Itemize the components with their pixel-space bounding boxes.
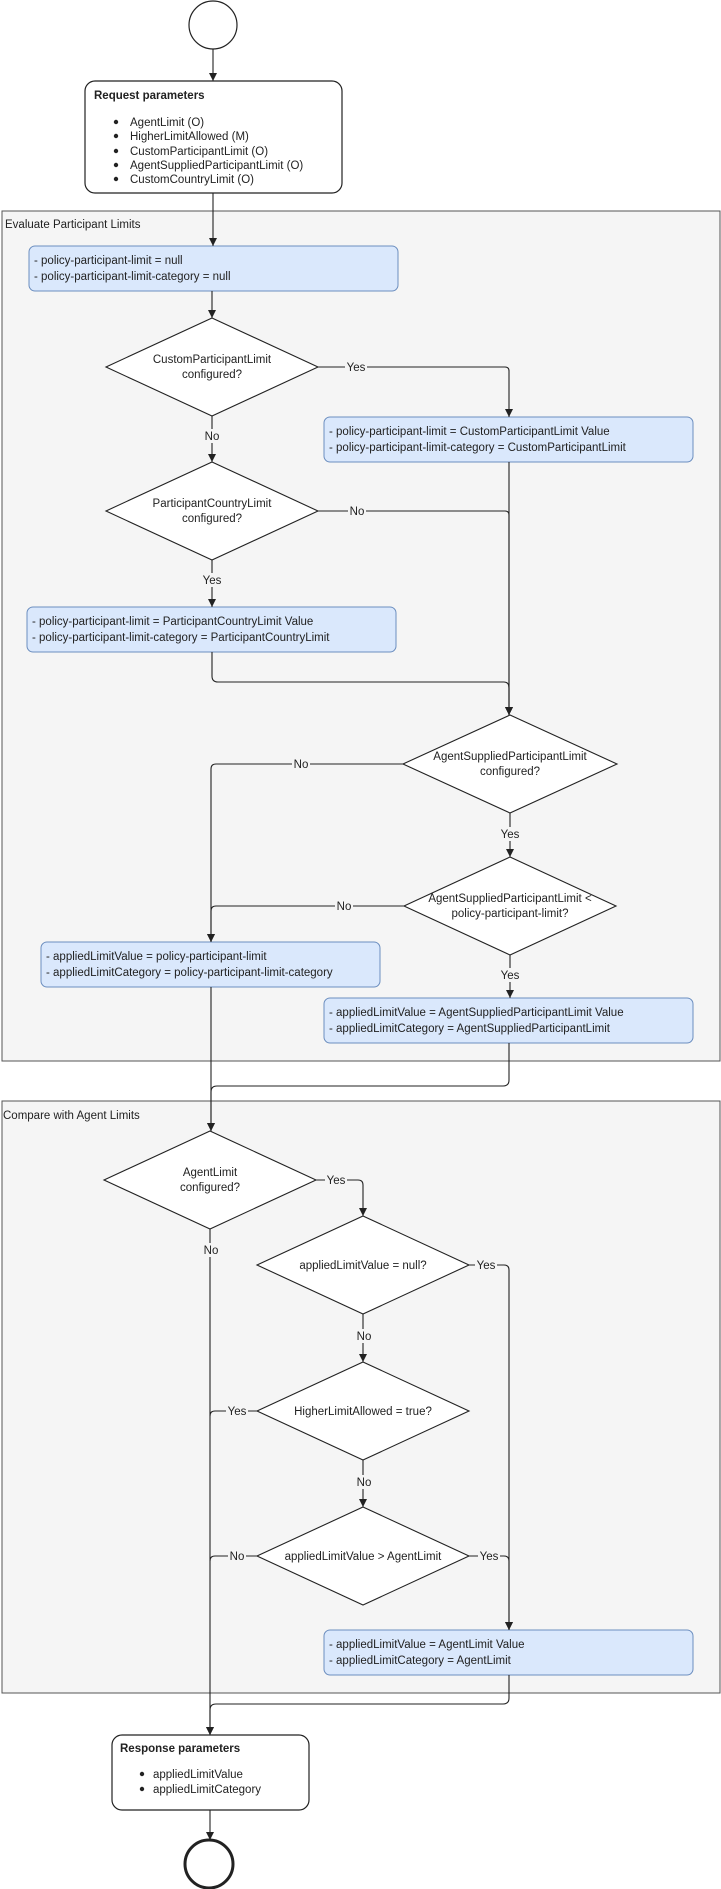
edge-compare-no	[207, 905, 404, 942]
set-agent-line: - appliedLimitValue = AgentLimit Value	[329, 1639, 525, 1651]
set-custom-limit-box: - policy-participant-limit = CustomParti…	[323, 416, 694, 463]
decision-applied-greater-agent: appliedLimitValue > AgentLimit	[255, 1506, 471, 1606]
request-item: AgentSuppliedParticipantLimit (O)	[130, 160, 303, 172]
decision-agent-supplied-configured: AgentSuppliedParticipantLimit configured?	[401, 714, 619, 814]
edge-supplied-no	[207, 763, 403, 942]
edge-agent-yes	[316, 1179, 367, 1216]
decision-text: CustomParticipantLimit	[153, 354, 272, 366]
decision-agent-limit-configured: AgentLimit configured?	[102, 1130, 318, 1230]
decision-text: policy-participant-limit?	[452, 908, 569, 920]
edge	[206, 1675, 510, 1735]
edge-higher-yes	[209, 1410, 257, 1417]
decision-text: AgentLimit	[183, 1167, 238, 1179]
edge-label-no: No	[230, 1551, 245, 1563]
decision-text: ParticipantCountryLimit	[153, 498, 273, 510]
response-item: appliedLimitValue	[153, 1769, 243, 1781]
edge	[211, 652, 513, 715]
edge-label-no: No	[337, 901, 352, 913]
set-supplied-line: - appliedLimitValue = AgentSuppliedParti…	[329, 1007, 624, 1019]
response-title: Response parameters	[120, 1743, 240, 1755]
edge-label-yes: Yes	[203, 575, 222, 587]
edge-label-yes: Yes	[327, 1175, 346, 1187]
evaluate-container-label: Evaluate Participant Limits	[5, 219, 141, 231]
set-policy-limit-box: - appliedLimitValue = policy-participant…	[40, 941, 381, 988]
edge-label-no: No	[204, 1245, 219, 1257]
request-item-list: AgentLimit (O) HigherLimitAllowed (M) Cu…	[113, 117, 303, 186]
decision-participant-country-limit: ParticipantCountryLimit configured?	[104, 461, 320, 561]
set-agent-limit-box: - appliedLimitValue = AgentLimit Value -…	[323, 1629, 694, 1676]
edge-null-yes	[469, 1264, 513, 1630]
set-supplied-line: - appliedLimitCategory = AgentSuppliedPa…	[329, 1023, 611, 1035]
edge-label-yes: Yes	[480, 1551, 499, 1563]
response-item-list: appliedLimitValue appliedLimitCategory	[139, 1769, 261, 1796]
end-node	[183, 1838, 235, 1889]
decision-text: configured?	[180, 1182, 240, 1194]
set-agent-line: - appliedLimitCategory = AgentLimit	[329, 1655, 512, 1667]
set-country-line: - policy-participant-limit-category = Pa…	[32, 632, 330, 644]
edge-label-yes: Yes	[477, 1260, 496, 1272]
decision-text: configured?	[182, 513, 242, 525]
edge-label-no: No	[350, 506, 365, 518]
edge-label-yes: Yes	[501, 970, 520, 982]
edge-greater-yes	[469, 1555, 513, 1630]
init-line: - policy-participant-limit-category = nu…	[34, 271, 231, 283]
start-node	[188, 0, 238, 50]
decision-text: AgentSuppliedParticipantLimit <	[428, 893, 592, 905]
edge-label-no: No	[205, 431, 220, 443]
request-title: Request parameters	[94, 90, 205, 102]
decision-custom-participant-limit: CustomParticipantLimit configured?	[104, 317, 320, 417]
edge-label-yes: Yes	[228, 1406, 247, 1418]
request-item: HigherLimitAllowed (M)	[130, 131, 249, 143]
edge-greater-no	[209, 1555, 257, 1562]
svg-text:AgentSuppliedParticipantLimit: AgentSuppliedParticipantLimit < policy-pa…	[428, 893, 592, 920]
edge-custom-yes	[318, 366, 513, 417]
set-country-line: - policy-participant-limit = Participant…	[32, 616, 313, 628]
decision-text: configured?	[480, 766, 540, 778]
set-policy-line: - appliedLimitValue = policy-participant…	[46, 951, 267, 963]
set-supplied-limit-box: - appliedLimitValue = AgentSuppliedParti…	[323, 997, 694, 1044]
set-country-limit-box: - policy-participant-limit = Participant…	[26, 606, 397, 653]
request-item: CustomParticipantLimit (O)	[130, 146, 268, 158]
decision-applied-null: appliedLimitValue = null?	[255, 1215, 471, 1315]
decision-text: appliedLimitValue > AgentLimit	[285, 1551, 443, 1563]
edge-label-no: No	[357, 1477, 372, 1489]
set-custom-line: - policy-participant-limit = CustomParti…	[329, 426, 610, 438]
init-action-box: - policy-participant-limit = null - poli…	[28, 245, 399, 292]
decision-text: AgentSuppliedParticipantLimit	[433, 751, 587, 763]
edge-labels: Yes No No Yes No Yes No Yes Yes No Yes N…	[201, 360, 521, 1563]
request-parameters-box: Request parameters AgentLimit (O) Higher…	[84, 80, 343, 194]
response-parameters-box: Response parameters appliedLimitValue ap…	[111, 1734, 310, 1811]
decision-text: HigherLimitAllowed = true?	[294, 1406, 432, 1418]
init-line: - policy-participant-limit = null	[34, 255, 183, 267]
decision-text: appliedLimitValue = null?	[299, 1260, 426, 1272]
decision-agent-supplied-less-than-policy: AgentSuppliedParticipantLimit < policy-pa…	[402, 856, 618, 956]
edge-label-no: No	[294, 759, 309, 771]
edge-label-yes: Yes	[347, 362, 366, 374]
set-custom-line: - policy-participant-limit-category = Cu…	[329, 442, 627, 454]
edge	[207, 1043, 510, 1131]
request-item: CustomCountryLimit (O)	[130, 174, 254, 186]
response-item: appliedLimitCategory	[153, 1784, 261, 1796]
edge-label-yes: Yes	[501, 829, 520, 841]
edge-label-no: No	[357, 1331, 372, 1343]
decision-text: configured?	[182, 369, 242, 381]
set-policy-line: - appliedLimitCategory = policy-particip…	[46, 967, 333, 979]
compare-container-label: Compare with Agent Limits	[3, 1110, 140, 1122]
request-item: AgentLimit (O)	[130, 117, 204, 129]
